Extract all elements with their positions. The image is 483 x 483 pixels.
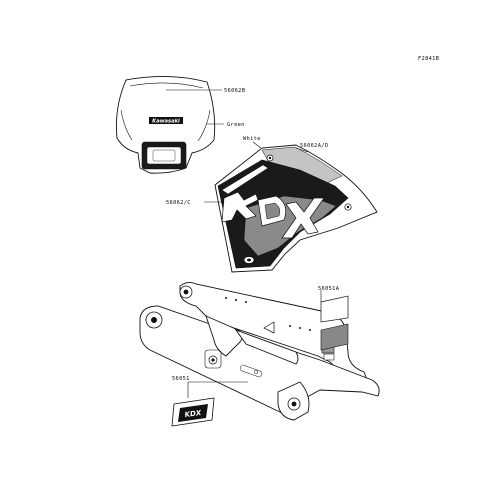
label-56051: 56051 — [172, 376, 190, 382]
shroud-kdx-graphic — [221, 191, 325, 239]
label-white: White — [243, 136, 261, 142]
decal-56051: KDX — [171, 397, 215, 427]
label-56051A: 56051A — [318, 286, 340, 292]
label-56062-C: 56062/C — [166, 200, 191, 206]
headlight-number-plate: Kawasaki — [115, 76, 216, 174]
label-56062B: 56062B — [224, 88, 245, 94]
radiator-shroud — [214, 144, 378, 273]
swingarm-kdx-text: KDX — [184, 409, 202, 419]
label-green: Green — [227, 122, 245, 128]
headlight-brand-text: Kawasaki — [152, 119, 180, 125]
figure-id: F2841B — [418, 56, 439, 62]
swingarm — [139, 281, 380, 421]
decal-sheet-56051A — [320, 295, 349, 351]
headlight-brand-decal — [149, 117, 183, 124]
label-56062A-D: 56062A/D — [300, 143, 328, 149]
